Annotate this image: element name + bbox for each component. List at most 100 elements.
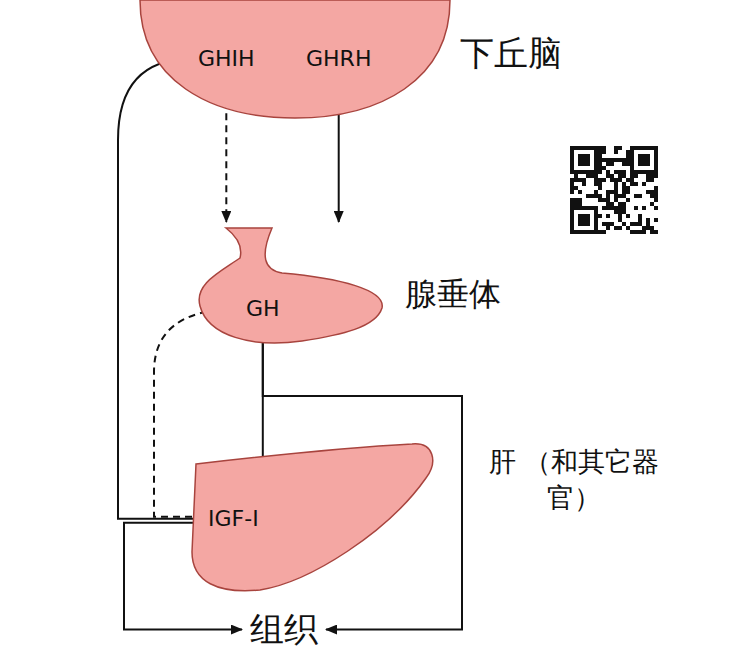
hormone-name: GHIH xyxy=(198,46,255,71)
pituitary-gland: 腺垂体GH xyxy=(190,228,385,348)
qr-module xyxy=(570,198,574,202)
qr-module xyxy=(650,190,654,194)
organ-outline-path xyxy=(192,444,433,591)
qr-module xyxy=(642,206,646,210)
qr-module xyxy=(642,182,646,186)
qr-module xyxy=(574,178,578,182)
qr-module xyxy=(646,226,650,230)
qr-module xyxy=(570,190,574,194)
qr-module xyxy=(650,194,654,198)
qr-module xyxy=(622,202,626,206)
qr-module xyxy=(638,222,642,226)
organ-outline-path xyxy=(199,228,382,343)
qr-module xyxy=(598,198,602,202)
hormone-name: GHRH xyxy=(306,46,371,71)
qr-module xyxy=(578,154,590,166)
qr-module xyxy=(654,186,658,190)
qr-module xyxy=(618,158,622,162)
qr-module xyxy=(622,190,626,194)
qr-module xyxy=(642,226,646,230)
qr-module xyxy=(646,218,650,222)
qr-module xyxy=(606,214,610,218)
qr-module xyxy=(610,162,614,166)
qr-module xyxy=(606,174,610,178)
qr-module xyxy=(622,222,626,226)
qr-module xyxy=(574,186,578,190)
qr-module xyxy=(602,150,606,154)
qr-module xyxy=(654,190,658,194)
qr-module xyxy=(602,230,606,234)
qr-module xyxy=(618,218,622,222)
target-name: 组织 xyxy=(250,610,318,649)
qr-module xyxy=(622,210,626,214)
qr-module xyxy=(602,206,606,210)
qr-module xyxy=(614,226,618,230)
qr-module xyxy=(634,150,654,170)
qr-module xyxy=(614,158,618,162)
qr-module xyxy=(654,206,658,210)
qr-module xyxy=(650,202,654,206)
qr-module xyxy=(650,178,654,182)
qr-module xyxy=(634,182,638,186)
qr-module xyxy=(614,206,618,210)
qr-module xyxy=(634,194,638,198)
target-text: 组织 xyxy=(250,610,318,649)
hormone-name: GH xyxy=(246,296,280,321)
qr-code xyxy=(570,146,658,234)
qr-module xyxy=(618,194,622,198)
qr-module xyxy=(606,158,610,162)
qr-module xyxy=(618,146,622,150)
qr-module xyxy=(610,178,614,182)
qr-module xyxy=(582,178,586,182)
qr-module xyxy=(650,226,654,230)
qr-module xyxy=(634,222,638,226)
qr-module xyxy=(570,146,598,174)
qr-module xyxy=(614,146,618,150)
qr-module xyxy=(622,174,626,178)
hormone-name: IGF-I xyxy=(208,506,259,531)
qr-module xyxy=(606,190,610,194)
qr-module xyxy=(578,214,590,226)
qr-module xyxy=(594,178,598,182)
qr-module xyxy=(594,190,598,194)
qr-module xyxy=(598,182,602,186)
qr-module xyxy=(598,186,602,190)
qr-module xyxy=(602,198,606,202)
qr-module xyxy=(622,170,626,174)
qr-module xyxy=(606,198,610,202)
qr-module xyxy=(618,174,622,178)
qr-module xyxy=(570,206,598,234)
qr-module xyxy=(626,150,630,154)
qr-module xyxy=(594,194,598,198)
qr-module xyxy=(598,150,602,154)
qr-module xyxy=(598,194,602,198)
qr-module xyxy=(606,206,610,210)
qr-module xyxy=(638,214,642,218)
qr-module xyxy=(590,174,594,178)
hormone-text: GHIH xyxy=(198,46,255,71)
qr-module xyxy=(574,202,578,206)
qr-module xyxy=(614,198,618,202)
qr-module xyxy=(574,198,578,202)
qr-module xyxy=(606,222,610,226)
qr-module xyxy=(634,230,638,234)
qr-module xyxy=(610,222,614,226)
qr-module xyxy=(614,194,618,198)
organ-label: 肝 （和其它器官） xyxy=(474,444,674,517)
qr-module xyxy=(586,174,590,178)
qr-module xyxy=(590,194,594,198)
hormone-text: GHRH xyxy=(306,46,371,71)
qr-module xyxy=(598,170,602,174)
qr-module xyxy=(602,222,606,226)
qr-module xyxy=(598,154,602,158)
qr-module xyxy=(618,170,622,174)
qr-module xyxy=(578,178,582,182)
qr-module xyxy=(622,194,626,198)
qr-module xyxy=(614,186,618,190)
qr-module xyxy=(622,182,626,186)
qr-module xyxy=(602,166,606,170)
hormone-text: IGF-I xyxy=(208,506,259,531)
qr-module xyxy=(606,162,610,166)
qr-module xyxy=(578,190,582,194)
organ-outline xyxy=(140,0,450,118)
